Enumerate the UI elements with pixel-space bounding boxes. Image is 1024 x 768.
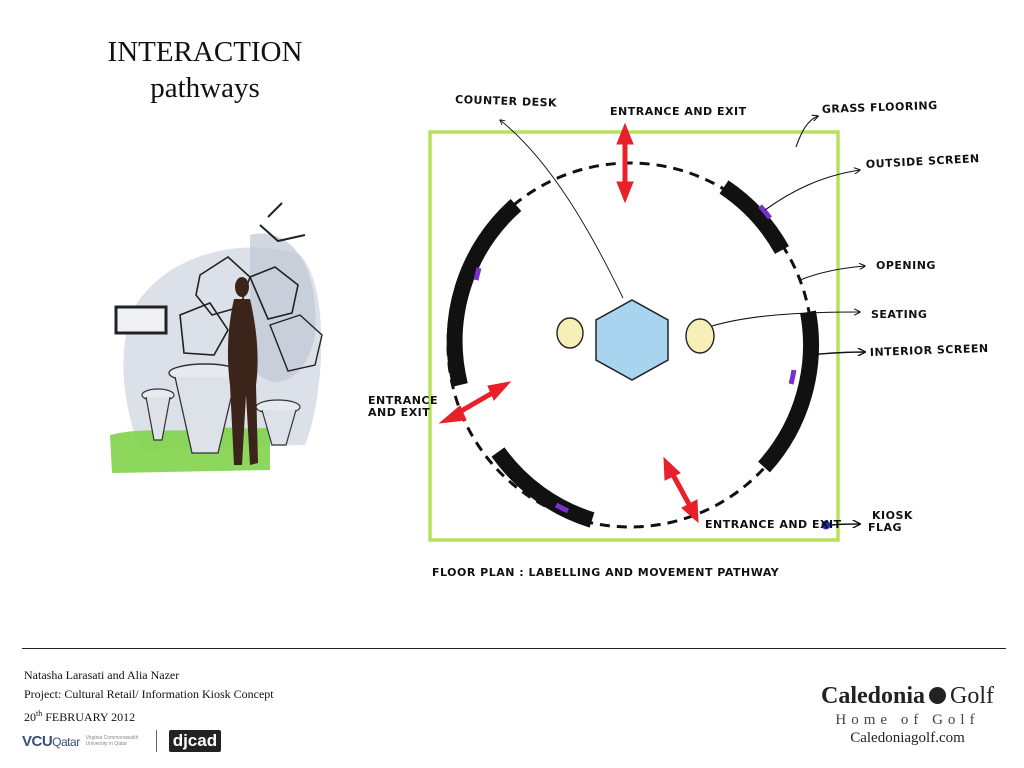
label-opening: OPENING xyxy=(876,259,936,272)
logo-separator xyxy=(155,730,157,752)
caledonia-golf-logo: Caledonia Golf Home of Golf Caledoniagolf… xyxy=(810,683,1005,747)
label-seating: SEATING xyxy=(871,308,927,321)
footer-date-rest: FEBRUARY 2012 xyxy=(42,710,136,724)
seating-left xyxy=(556,317,584,349)
footer-date-day: 20 xyxy=(24,710,36,724)
kiosk-flag-dot xyxy=(821,520,831,530)
sketch-screen xyxy=(114,305,168,335)
kiosk-sketch-illustration xyxy=(110,202,323,473)
footer-project: Project: Cultural Retail/ Information Ki… xyxy=(24,687,274,701)
leader-outside-screen xyxy=(764,170,860,211)
vcu-logo-main: VCU xyxy=(22,732,53,750)
caledonia-tagline: Home of Golf xyxy=(835,712,980,728)
sketch-hex-frame-4 xyxy=(269,314,323,372)
entrance-arrow-left xyxy=(438,381,512,424)
entrance-arrow-bottom xyxy=(663,456,699,524)
sketch-hex-frame-2 xyxy=(248,266,299,320)
entrance-arrow-top xyxy=(616,122,634,204)
label-entrance-left-2: AND EXIT xyxy=(368,406,430,419)
screen-marker-left xyxy=(473,267,482,281)
leader-counter-desk xyxy=(500,120,624,299)
footer-divider xyxy=(22,648,1006,649)
vcuqatar-logo: VCUQatar xyxy=(22,733,80,750)
footer-credits: Natasha Larasati and Alia Nazer Project:… xyxy=(24,666,274,727)
sketch-wash-2 xyxy=(250,233,316,382)
label-entrance-bottom: ENTRANCE AND EXIT xyxy=(705,518,842,531)
label-kiosk-flag-1: KIOSK xyxy=(872,509,913,522)
floor-plan-diagram: COUNTER DESK ENTRANCE AND EXIT GRASS FLO… xyxy=(368,93,989,579)
label-interior-screen: INTERIOR SCREEN xyxy=(870,342,989,359)
sketch-seat-right-stem xyxy=(261,409,297,446)
wall-segment-left xyxy=(446,199,522,387)
label-kiosk-flag-2: FLAG xyxy=(868,521,902,534)
vcu-logo-sub: Virginia Commonwealth University in Qata… xyxy=(85,735,139,747)
footer-date: 20th FEBRUARY 2012 xyxy=(24,704,274,727)
caledonia-golf: Golf xyxy=(950,683,994,709)
leader-interior-screen xyxy=(807,352,865,355)
sketch-hex-frame-3 xyxy=(179,302,229,356)
wall-segment-bottom-left xyxy=(491,447,595,528)
sketch-table-stem xyxy=(174,376,237,454)
caledonia-brand: Caledonia Golf xyxy=(810,683,1005,710)
vcu-logo-qatar: Qatar xyxy=(52,734,80,749)
floor-plan-caption: FLOOR PLAN : LABELLING AND MOVEMENT PATH… xyxy=(432,566,780,579)
leader-opening xyxy=(799,266,865,281)
djcad-logo: djcad xyxy=(168,730,222,752)
wall-segment-top-right xyxy=(719,180,789,255)
sketch-grass xyxy=(110,427,270,473)
footer-date-suffix: th xyxy=(36,709,43,718)
partner-logos: VCUQatar Virginia Commonwealth Universit… xyxy=(22,726,222,756)
seating-right xyxy=(685,318,715,354)
djcad-logo-text: djcad xyxy=(172,731,218,750)
title-line-2: pathways xyxy=(150,72,260,104)
page-title: INTERACTION pathways xyxy=(100,34,310,106)
grass-flooring-boundary xyxy=(428,130,840,542)
label-outside-screen: OUTSIDE SCREEN xyxy=(865,152,980,171)
leader-seating xyxy=(711,312,860,327)
label-entrance-left-1: ENTRANCE xyxy=(368,394,438,407)
caledonia-name: Caledonia xyxy=(820,683,925,709)
caledonia-url: Caledoniagolf.com xyxy=(850,730,965,746)
title-line-1: INTERACTION xyxy=(107,36,303,68)
outside-screen-marker xyxy=(758,204,772,220)
counter-desk-hexagon xyxy=(595,299,669,381)
golf-ball-icon xyxy=(929,687,946,704)
wall-segment-right xyxy=(758,310,820,473)
label-grass-flooring: GRASS FLOORING xyxy=(822,99,938,116)
interior-screen-marker xyxy=(788,369,797,385)
screen-marker-bottom xyxy=(554,502,570,514)
sketch-ceiling-frame xyxy=(259,202,306,243)
sketch-seat-left-stem xyxy=(145,396,171,441)
sketch-person-head xyxy=(235,277,249,297)
leader-kiosk-flag xyxy=(831,524,860,525)
label-entrance-top: ENTRANCE AND EXIT xyxy=(610,105,747,118)
label-counter-desk: COUNTER DESK xyxy=(455,93,557,110)
footer-authors: Natasha Larasati and Alia Nazer xyxy=(24,668,180,682)
sketch-person-body xyxy=(227,299,258,465)
leader-grass-flooring xyxy=(795,116,818,148)
